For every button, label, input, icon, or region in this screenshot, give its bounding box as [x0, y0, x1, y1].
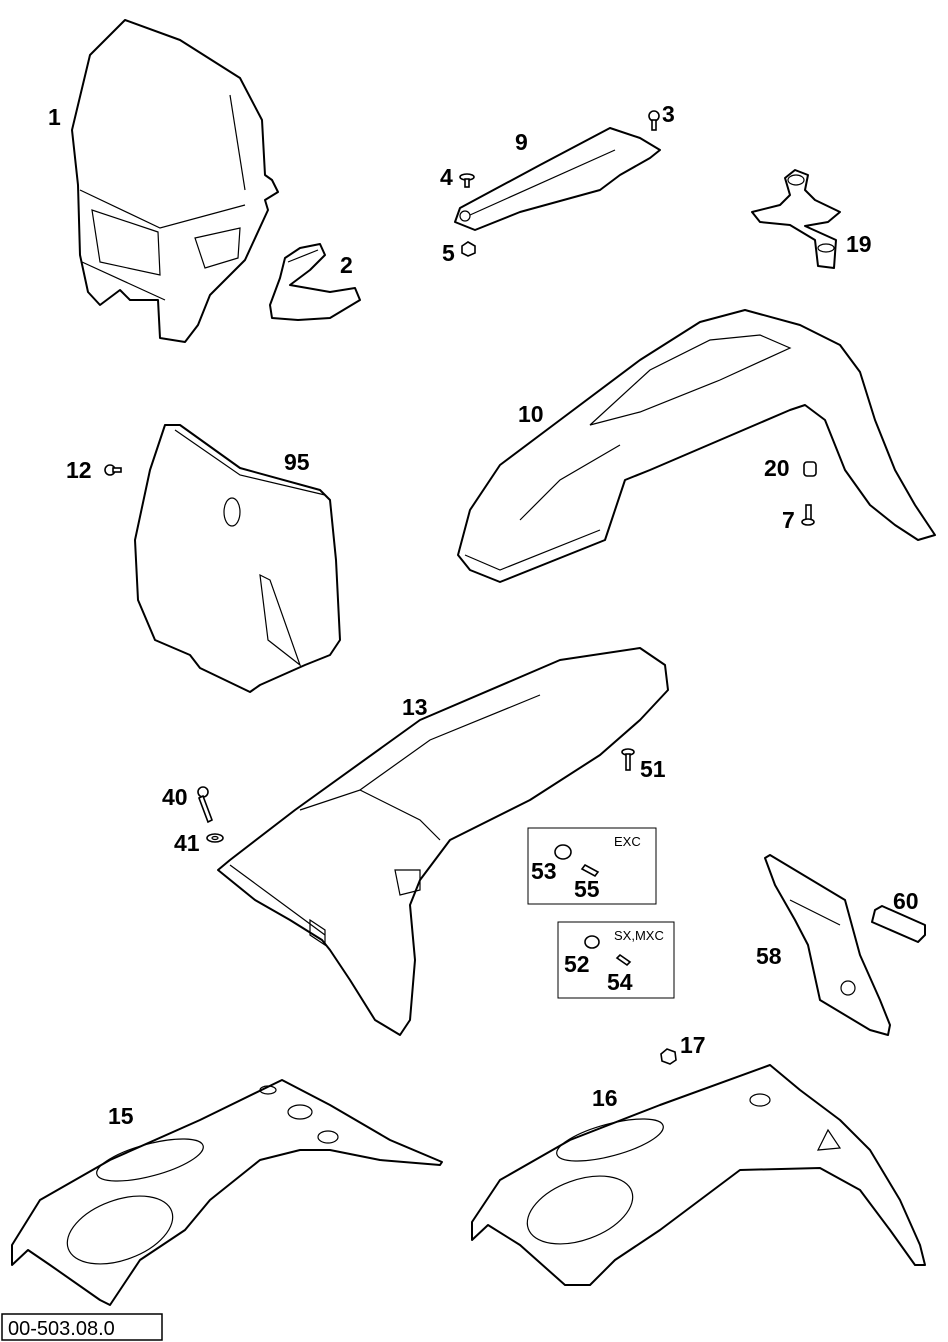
- part-spoiler-left: [11, 1079, 443, 1306]
- part-screw-7: [801, 504, 815, 526]
- label-part-54: 54: [607, 969, 633, 995]
- label-part-9: 9: [515, 129, 528, 155]
- label-part-55: 55: [574, 876, 600, 902]
- part-spoiler-right: [471, 1064, 926, 1286]
- variant-box-exc: EXC: [527, 827, 657, 905]
- label-part-51: 51: [640, 756, 666, 782]
- part-screw-4: [459, 173, 475, 188]
- part-nut-5: [461, 241, 476, 257]
- label-part-5: 5: [442, 240, 455, 266]
- label-part-19: 19: [846, 231, 872, 257]
- label-part-1: 1: [48, 104, 61, 130]
- part-screw-12: [104, 464, 122, 476]
- label-part-16: 16: [592, 1085, 618, 1111]
- variant-box-label: EXC: [614, 834, 641, 849]
- label-part-2: 2: [340, 252, 353, 278]
- label-part-41: 41: [174, 830, 200, 856]
- label-part-17: 17: [680, 1032, 706, 1058]
- variant-box-sxmxc: SX,MXC: [557, 921, 675, 999]
- part-washer-41: [206, 833, 224, 843]
- part-number-plate: [134, 424, 341, 693]
- label-part-20: 20: [764, 455, 790, 481]
- part-front-fender: [457, 309, 936, 583]
- label-part-12: 12: [66, 457, 92, 483]
- part-side-cover: [764, 854, 891, 1036]
- part-pad: [871, 905, 926, 943]
- drawing-code: 00-503.08.0: [8, 1318, 115, 1340]
- label-part-52: 52: [564, 951, 590, 977]
- part-screw-40: [197, 786, 214, 824]
- part-nut-20: [803, 461, 817, 477]
- part-headlight-bracket: [269, 243, 361, 321]
- part-screw-51: [621, 748, 635, 771]
- label-part-58: 58: [756, 943, 782, 969]
- part-rear-fender: [217, 647, 669, 1036]
- label-part-13: 13: [402, 694, 428, 720]
- label-part-60: 60: [893, 888, 919, 914]
- label-part-15: 15: [108, 1103, 134, 1129]
- label-part-10: 10: [518, 401, 544, 427]
- drawing-code-box: 00-503.08.0: [1, 1313, 163, 1341]
- label-part-7: 7: [782, 507, 795, 533]
- label-part-95: 95: [284, 449, 310, 475]
- label-part-53: 53: [531, 858, 557, 884]
- label-part-40: 40: [162, 784, 188, 810]
- part-strip: [454, 127, 661, 231]
- part-mount-bracket: [751, 169, 841, 269]
- part-screw-3: [648, 110, 660, 131]
- part-headlight-mask: [71, 19, 279, 343]
- label-part-4: 4: [440, 164, 453, 190]
- label-part-3: 3: [662, 101, 675, 127]
- part-nut-17: [660, 1048, 677, 1065]
- variant-box-label: SX,MXC: [614, 928, 664, 943]
